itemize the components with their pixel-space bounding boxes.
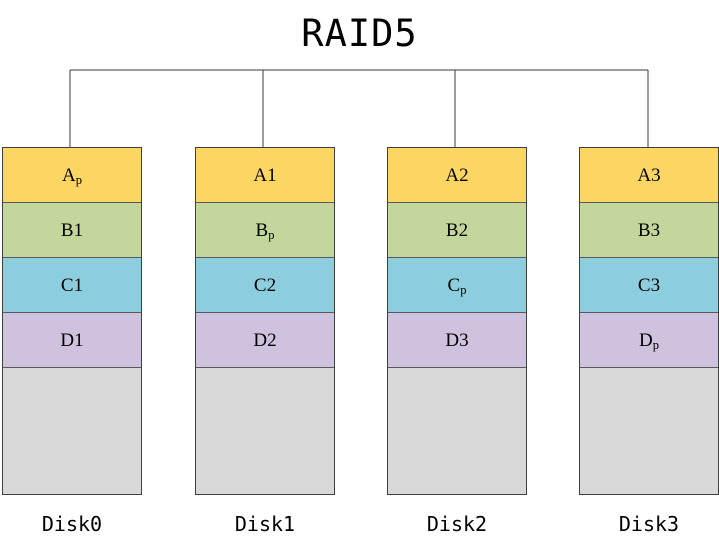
parity-block-cell[interactable]: Bp (196, 203, 334, 258)
free-space-cell[interactable] (196, 368, 334, 494)
disk-caption-disk3: Disk3 (618, 512, 680, 536)
free-space-cell[interactable] (3, 368, 141, 494)
data-block-cell[interactable]: A1 (196, 148, 334, 203)
data-block-cell[interactable]: B2 (388, 203, 526, 258)
parity-block-cell[interactable]: Ap (3, 148, 141, 203)
data-block-cell[interactable]: A2 (388, 148, 526, 203)
stripe-block-label: Dp (639, 329, 659, 352)
data-block-cell[interactable]: D2 (196, 313, 334, 368)
data-block-cell[interactable]: D1 (3, 313, 141, 368)
disk-caption-disk0: Disk0 (41, 512, 103, 536)
stripe-block-label: C1 (60, 274, 84, 296)
data-block-cell[interactable]: B3 (580, 203, 718, 258)
data-block-cell[interactable]: C1 (3, 258, 141, 313)
parity-subscript: p (268, 228, 275, 242)
parity-block-cell[interactable]: Cp (388, 258, 526, 313)
stripe-block-label: B3 (637, 219, 661, 241)
controller-bus-connectors (69, 69, 649, 147)
stripe-block-label: D2 (253, 329, 277, 351)
parity-block-cell[interactable]: Dp (580, 313, 718, 368)
page-title: RAID5 (301, 12, 418, 55)
stripe-block-label: A1 (253, 164, 277, 186)
free-space-cell[interactable] (580, 368, 718, 494)
parity-subscript: p (460, 283, 467, 297)
stripe-block-label: A2 (445, 164, 469, 186)
stripe-block-label: B1 (60, 219, 84, 241)
data-block-cell[interactable]: D3 (388, 313, 526, 368)
parity-subscript: p (75, 173, 82, 187)
stripe-block-label: Cp (447, 274, 467, 297)
disk-caption-disk2: Disk2 (426, 512, 488, 536)
disk-caption-disk1: Disk1 (234, 512, 296, 536)
stripe-block-label: Bp (255, 219, 275, 242)
stripe-block-label: B2 (445, 219, 469, 241)
parity-subscript: p (652, 338, 659, 352)
stripe-block-label: C3 (637, 274, 661, 296)
stripe-block-label: D3 (445, 329, 469, 351)
data-block-cell[interactable]: C2 (196, 258, 334, 313)
free-space-cell[interactable] (388, 368, 526, 494)
stripe-block-label: A3 (637, 164, 661, 186)
data-block-cell[interactable]: C3 (580, 258, 718, 313)
stripe-block-label: D1 (60, 329, 84, 351)
stripe-block-label: C2 (253, 274, 277, 296)
data-block-cell[interactable]: A3 (580, 148, 718, 203)
data-block-cell[interactable]: B1 (3, 203, 141, 258)
stripe-block-label: Ap (62, 164, 82, 187)
